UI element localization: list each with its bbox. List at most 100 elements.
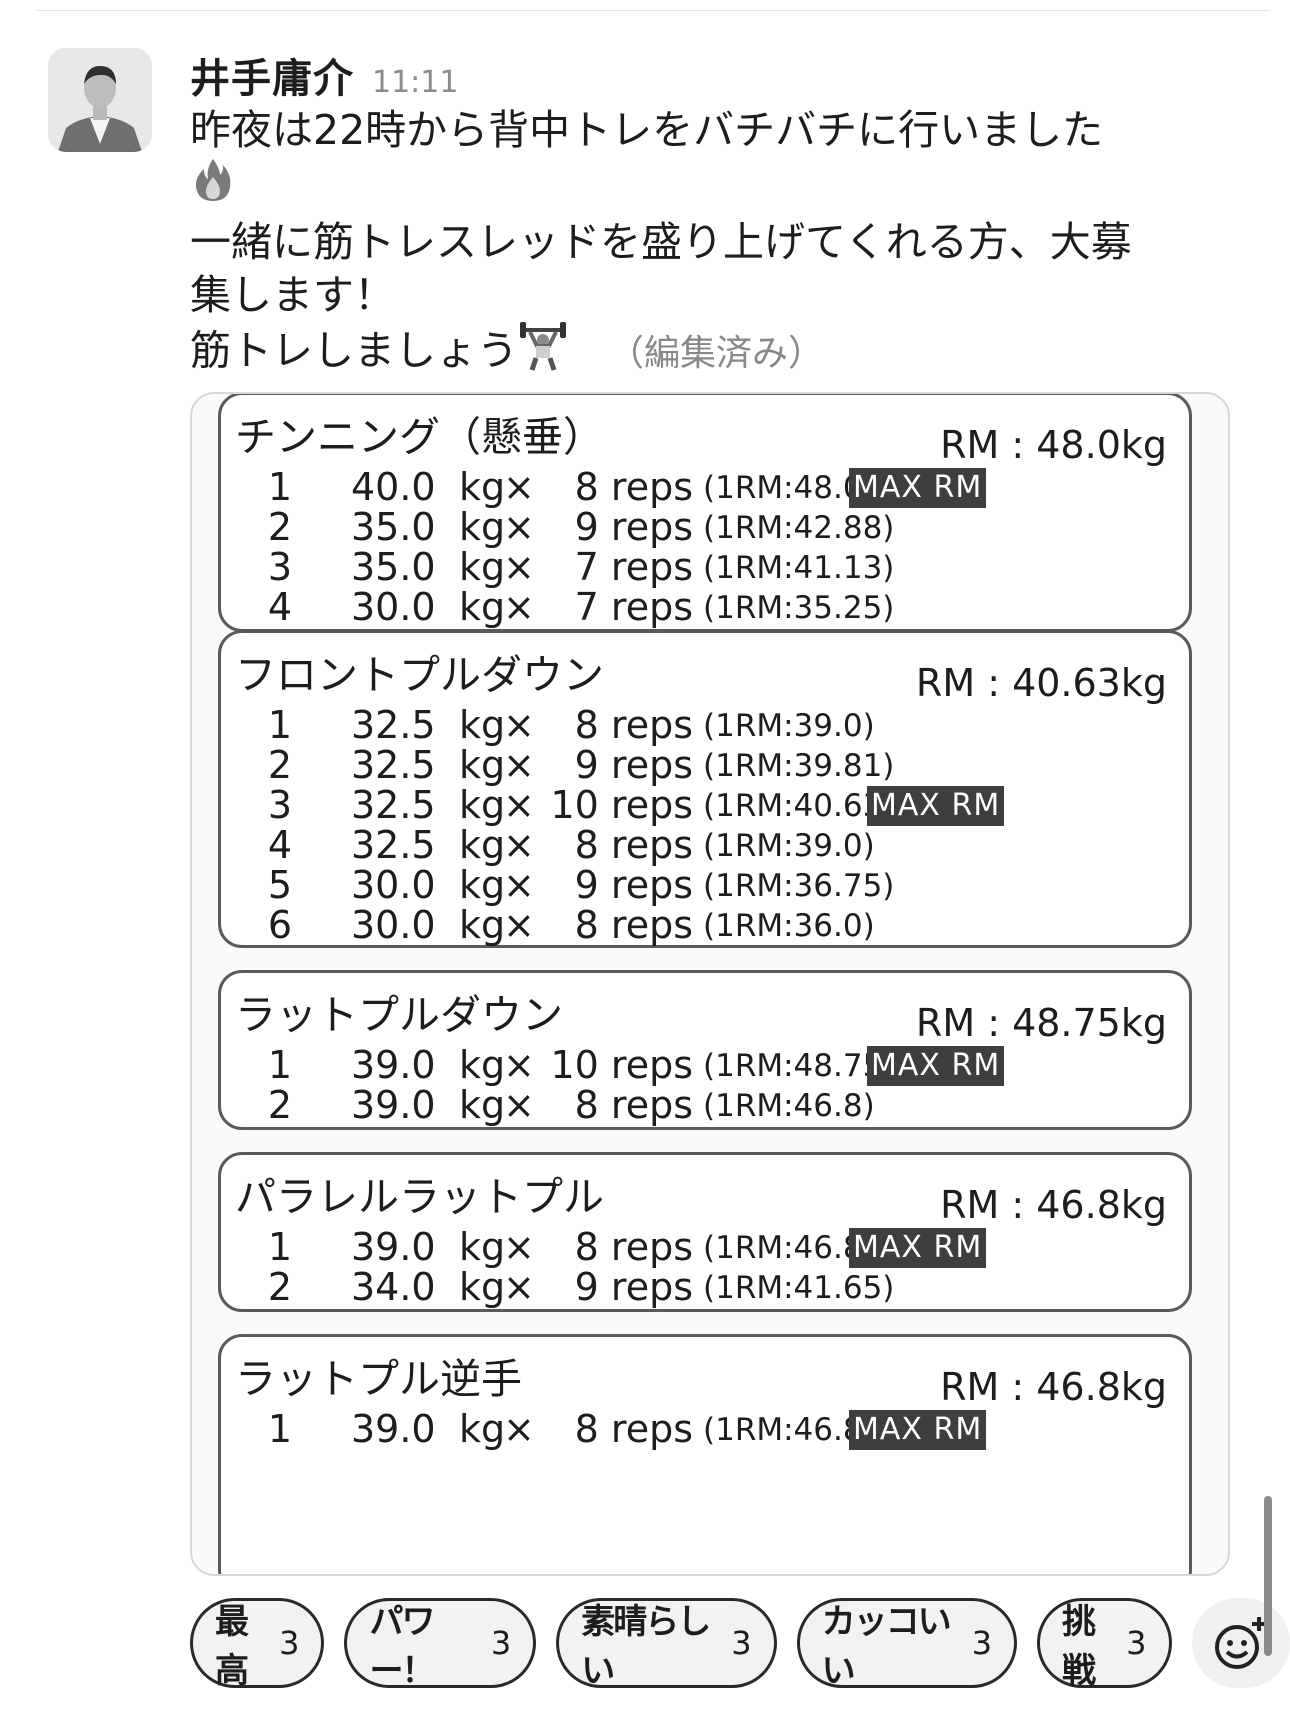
set-weight: 32.5 xyxy=(351,823,436,867)
fire-emoji xyxy=(190,157,236,216)
set-weight: 39.0 xyxy=(351,1407,436,1451)
exercise-rm: RM : 48.75kg xyxy=(915,1001,1167,1045)
set-weight: 30.0 xyxy=(351,863,436,907)
set-reps: 9 reps xyxy=(574,743,693,787)
exercise-title: チンニング（懸垂） xyxy=(235,413,604,461)
set-weight: 30.0 xyxy=(351,585,436,629)
set-row: 1 39.0 8 reps (1RM:46.8) kg× MAX RM xyxy=(221,1407,1189,1451)
add-reaction-button[interactable] xyxy=(1191,1598,1290,1688)
set-1rm: (1RM:48.0) xyxy=(703,470,875,506)
scrollbar[interactable] xyxy=(1264,1496,1272,1656)
exercise-rm: RM : 48.0kg xyxy=(940,423,1167,467)
unit-label: kg xyxy=(459,823,506,867)
unit-label: kg xyxy=(459,1043,506,1087)
set-number: 3 xyxy=(267,545,293,589)
set-number: 1 xyxy=(267,1407,293,1451)
set-reps: 8 reps xyxy=(574,703,693,747)
message-line: 昨夜は22時から背中トレをバチバチに行いました xyxy=(190,106,1104,154)
reaction-emoji: 最高 xyxy=(215,1602,249,1691)
exercise-rm: RM : 46.8kg xyxy=(940,1183,1167,1227)
unit-label: kg xyxy=(459,1407,506,1451)
set-weight: 32.5 xyxy=(351,783,436,827)
unit-label: kg xyxy=(459,1265,506,1309)
reaction-count: 3 xyxy=(490,1624,512,1662)
set-1rm: (1RM:36.75) xyxy=(703,868,895,904)
timestamp[interactable]: 11:11 xyxy=(372,65,459,100)
set-weight: 39.0 xyxy=(351,1083,436,1127)
times-sign: × xyxy=(503,1407,535,1451)
set-1rm: (1RM:48.75) xyxy=(703,1048,895,1084)
set-number: 1 xyxy=(267,465,293,509)
reaction-count: 3 xyxy=(1126,1624,1147,1662)
set-1rm: (1RM:35.25) xyxy=(703,590,895,626)
set-number: 1 xyxy=(267,703,293,747)
times-sign: × xyxy=(503,823,535,867)
set-reps: 8 reps xyxy=(574,1407,693,1451)
set-weight: 32.5 xyxy=(351,743,436,787)
set-1rm: (1RM:40.63) xyxy=(703,788,895,824)
set-weight: 34.0 xyxy=(351,1265,436,1309)
weightlifter-emoji xyxy=(518,322,568,385)
set-number: 6 xyxy=(267,903,293,947)
set-reps: 8 reps xyxy=(574,903,693,947)
set-reps: 8 reps xyxy=(574,1083,693,1127)
set-number: 3 xyxy=(267,783,293,827)
set-weight: 32.5 xyxy=(351,703,436,747)
edited-label: （編集済み） xyxy=(608,332,825,374)
set-1rm: (1RM:46.8) xyxy=(703,1412,875,1448)
set-weight: 30.0 xyxy=(351,903,436,947)
set-number: 2 xyxy=(267,1083,293,1127)
times-sign: × xyxy=(503,1225,535,1269)
author-name[interactable]: 井手庸介 xyxy=(190,56,354,102)
exercise-title: ラットプルダウン xyxy=(235,991,563,1039)
set-1rm: (1RM:36.0) xyxy=(703,908,875,944)
max-rm-badge: MAX RM xyxy=(849,1410,987,1450)
exercise-title: フロントプルダウン xyxy=(235,651,604,699)
divider xyxy=(36,10,1270,11)
unit-label: kg xyxy=(459,505,506,549)
times-sign: × xyxy=(503,1083,535,1127)
reaction-pill[interactable]: 最高 3 xyxy=(190,1598,325,1691)
set-weight: 39.0 xyxy=(351,1043,436,1087)
message-line-text: 筋トレしましょう xyxy=(190,326,518,375)
set-reps: 10 reps xyxy=(550,1043,693,1087)
set-weight: 39.0 xyxy=(351,1225,436,1269)
reaction-pill[interactable]: 素晴らしい 3 xyxy=(556,1598,777,1691)
times-sign: × xyxy=(503,505,535,549)
message-line: 集します！ xyxy=(190,271,395,319)
set-reps: 9 reps xyxy=(574,1265,693,1309)
times-sign: × xyxy=(503,743,535,787)
set-1rm: (1RM:41.65) xyxy=(703,1270,895,1306)
avatar[interactable] xyxy=(48,48,152,152)
set-number: 5 xyxy=(267,863,293,907)
reaction-count: 3 xyxy=(731,1624,752,1662)
set-weight: 35.0 xyxy=(351,545,436,589)
reaction-count: 3 xyxy=(279,1624,300,1662)
unit-label: kg xyxy=(459,585,506,629)
set-number: 2 xyxy=(267,505,293,549)
reaction-emoji: 素晴らしい xyxy=(581,1602,711,1691)
times-sign: × xyxy=(503,1043,535,1087)
unit-label: kg xyxy=(459,545,506,589)
unit-label: kg xyxy=(459,903,506,947)
times-sign: × xyxy=(503,1265,535,1309)
reaction-count: 3 xyxy=(971,1624,993,1662)
set-number: 2 xyxy=(267,743,293,787)
set-reps: 9 reps xyxy=(574,505,693,549)
reaction-emoji: パワー！ xyxy=(369,1602,435,1691)
unit-label: kg xyxy=(459,743,506,787)
reaction-pill[interactable]: パワー！ 3 xyxy=(344,1598,537,1691)
unit-label: kg xyxy=(459,1083,506,1127)
